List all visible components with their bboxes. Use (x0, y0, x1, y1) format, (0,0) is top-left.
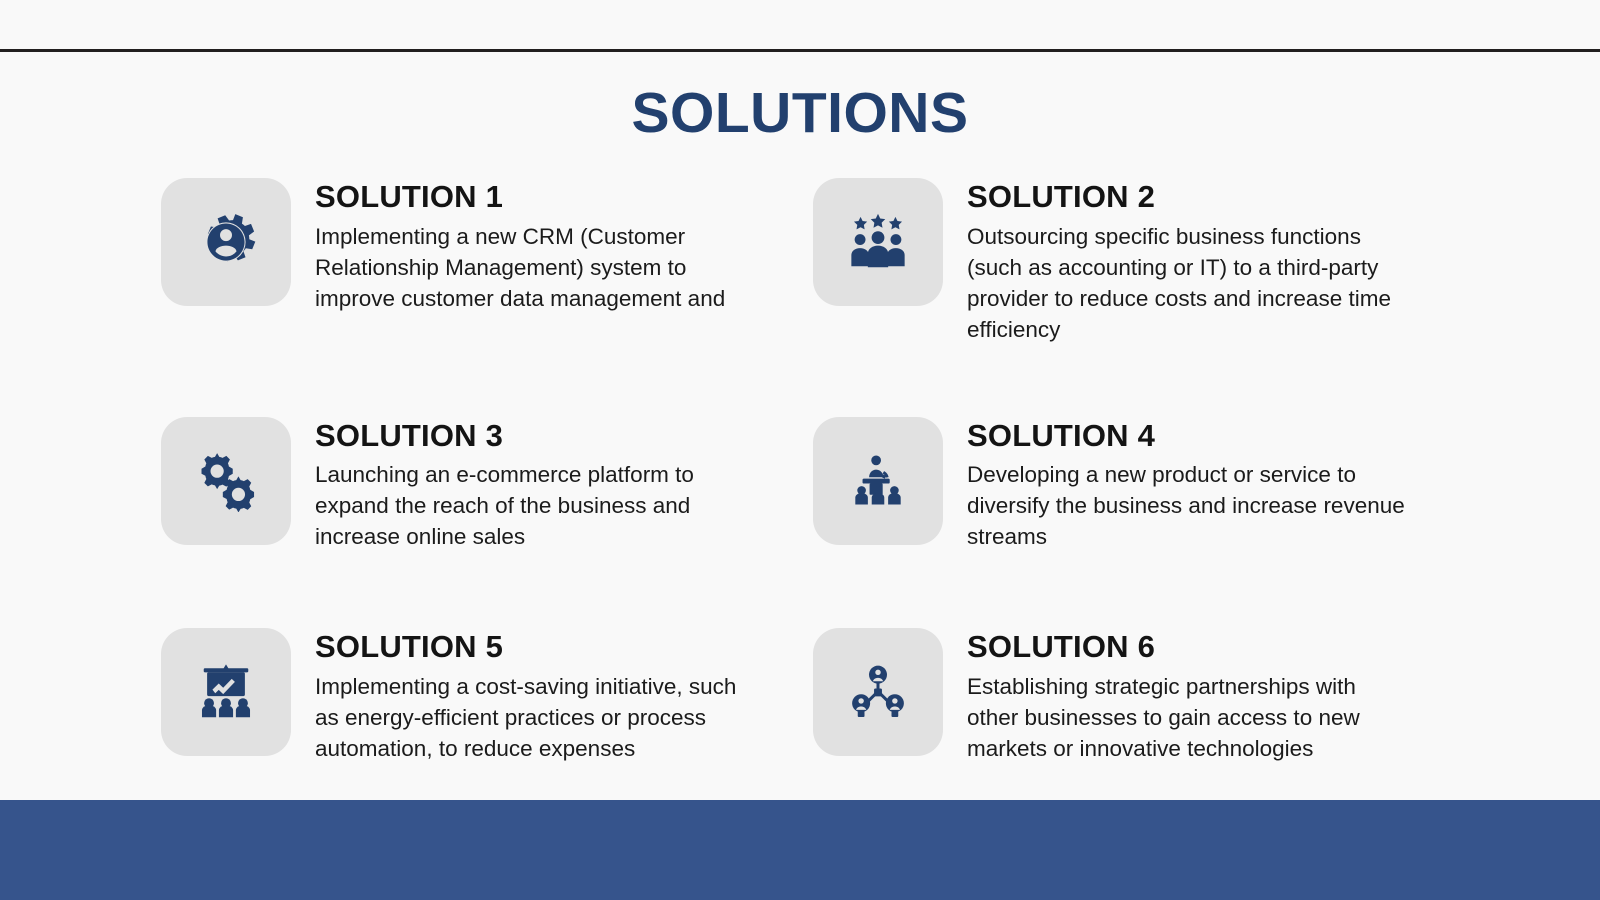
bottom-accent-bar (0, 800, 1600, 900)
solutions-row: SOLUTION 3 Launching an e-commerce platf… (161, 416, 1441, 553)
solution-title: SOLUTION 1 (315, 179, 504, 214)
chart-board-audience-icon (161, 628, 291, 757)
solution-description: Outsourcing specific business functions … (967, 223, 1391, 342)
solution-card-text: SOLUTION 4 Developing a new product or s… (967, 417, 1407, 553)
solution-card-5[interactable]: SOLUTION 5 Implementing a cost-saving in… (161, 628, 813, 764)
page-title: SOLUTIONS (631, 81, 969, 145)
presenter-podium-audience-icon (813, 416, 943, 545)
solution-title: SOLUTION 4 (967, 417, 1156, 453)
solution-description: Developing a new product or service to d… (967, 462, 1405, 550)
solution-card-1[interactable]: SOLUTION 1 Implementing a new CRM (Custo… (161, 178, 813, 345)
two-gears-icon (161, 416, 291, 545)
solutions-grid: SOLUTION 1 Implementing a new CRM (Custo… (161, 178, 1441, 764)
network-people-icon (813, 628, 943, 757)
solution-title: SOLUTION 2 (967, 179, 1156, 214)
solution-card-2[interactable]: SOLUTION 2 Outsourcing specific business… (813, 178, 1441, 345)
solution-description: Launching an e-commerce platform to expa… (315, 462, 694, 550)
solution-card-4[interactable]: SOLUTION 4 Developing a new product or s… (813, 416, 1441, 553)
solution-title: SOLUTION 5 (315, 629, 504, 665)
solution-card-3[interactable]: SOLUTION 3 Launching an e-commerce platf… (161, 416, 813, 553)
solution-card-text: SOLUTION 2 Outsourcing specific business… (967, 178, 1407, 345)
top-divider (0, 49, 1600, 52)
gear-person-icon (161, 178, 291, 306)
solution-title: SOLUTION 3 (315, 417, 504, 453)
solution-description: Implementing a new CRM (Customer Relatio… (315, 223, 726, 311)
solution-card-6[interactable]: SOLUTION 6 Establishing strategic partne… (813, 628, 1441, 764)
solutions-row: SOLUTION 5 Implementing a cost-saving in… (161, 628, 1441, 764)
team-stars-icon (813, 178, 943, 306)
solution-card-text: SOLUTION 3 Launching an e-commerce platf… (315, 417, 745, 553)
solution-card-text: SOLUTION 6 Establishing strategic partne… (967, 628, 1407, 764)
solution-title: SOLUTION 6 (967, 629, 1156, 665)
solution-description: Implementing a cost-saving initiative, s… (315, 674, 737, 762)
solution-card-text: SOLUTION 5 Implementing a cost-saving in… (315, 628, 745, 764)
solution-description: Establishing strategic partnerships with… (967, 674, 1360, 762)
solution-card-text: SOLUTION 1 Implementing a new CRM (Custo… (315, 178, 745, 314)
solutions-row: SOLUTION 1 Implementing a new CRM (Custo… (161, 178, 1441, 345)
